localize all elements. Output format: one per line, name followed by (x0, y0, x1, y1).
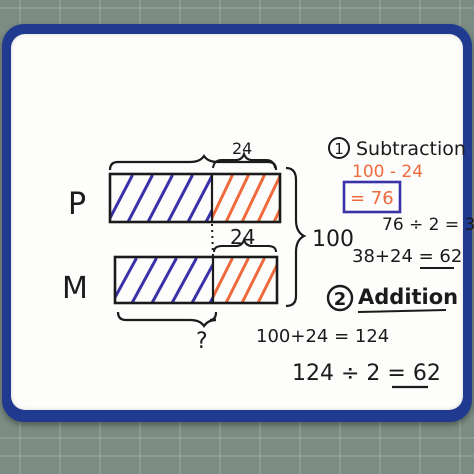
method-1-number-circle (328, 137, 350, 159)
method-1-step-1: 100 - 24 (352, 162, 423, 182)
m-bar-orange-hatching (213, 257, 277, 303)
m-label: M (62, 271, 88, 306)
method-1-step-1-result: = 76 (350, 188, 394, 209)
method-2-title-underline (357, 309, 447, 313)
unknown-label: ? (196, 329, 208, 354)
m-bar (113, 255, 279, 305)
method-2-number-circle (326, 284, 354, 312)
method-2-title: Addition (358, 285, 458, 309)
p-bar-orange-hatching (212, 174, 280, 222)
method-1-step-3: 38+24 = 62 (352, 246, 462, 267)
method-1-step-2: 76 ÷ 2 = 38 (382, 215, 474, 235)
method-1-number: 1 (334, 140, 344, 158)
middle-difference-label: 24 (230, 225, 255, 249)
m-bottom-brace (116, 311, 218, 328)
method-2-step-2: 124 ÷ 2 = 62 (292, 361, 441, 386)
dotted-divider (211, 223, 214, 259)
p-bar (108, 172, 282, 224)
method-1-result-box (342, 180, 402, 214)
top-difference-label: 24 (232, 139, 252, 158)
m-bar-blue-hatching (115, 257, 213, 303)
method-2-step-1: 100+24 = 124 (256, 326, 389, 347)
p-label: P (68, 187, 86, 222)
middle-difference-brace (213, 236, 277, 253)
p-top-brace (108, 154, 278, 171)
top-difference-brace (212, 150, 276, 169)
method-2-number: 2 (334, 289, 347, 310)
method-1-title: Subtraction (356, 138, 466, 160)
p-bar-blue-hatching (110, 174, 212, 222)
total-label: 100 (312, 227, 354, 252)
total-brace (285, 166, 307, 308)
